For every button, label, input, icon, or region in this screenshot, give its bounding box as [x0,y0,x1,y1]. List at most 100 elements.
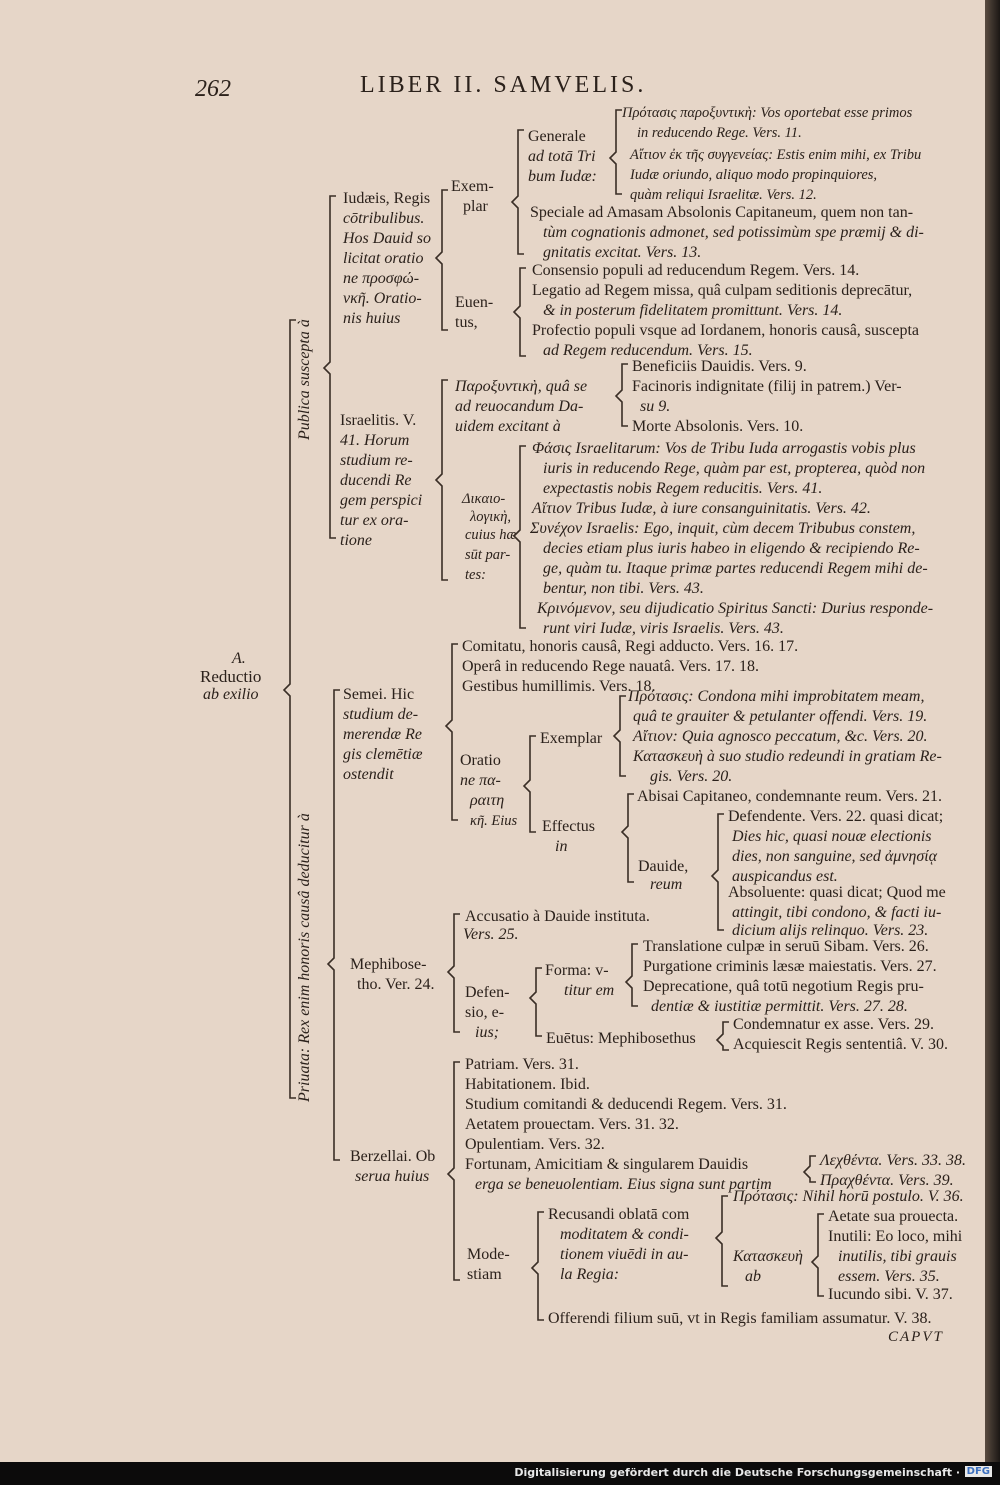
exemplar-label: plar [463,198,488,215]
running-title: LIBER II. SAMVELIS. [360,72,647,98]
israelitis-line: tur ex ora- [340,512,409,529]
semei-label: ostendit [343,766,394,783]
exemplar-oratio-item: quâ te grauiter & petulanter offendi. Ve… [633,708,928,725]
absoluente-line: Absoluente: quasi dicat; Quod me [728,884,946,901]
defendente-line: Defendente. Vers. 22. quasi dicat; [728,808,944,825]
brace-israelitis [434,379,448,581]
brace-effectus [620,793,634,883]
brace-kataskeue [810,1213,824,1297]
dikaio-item: runt viri Iudæ, viris Israelis. Vers. 43… [543,620,784,637]
dikaio-item: expectastis nobis Regem reducitis. Vers.… [543,480,823,497]
forma-label: titur em [564,982,615,999]
iudaeis-line: Iudæis, Regis [343,190,431,207]
forma-item: dentiæ & iustitiæ permittit. Vers. 27. 2… [651,998,908,1015]
forma-item: Deprecatione, quâ totū negotium Regis pr… [643,978,924,995]
defensio-label: ius; [475,1024,499,1041]
paroxyntike-label: ad reuocandum Da- [455,398,584,415]
brace-euentus [512,267,526,357]
euentus-item: & in posterum fidelitatem promittunt. Ve… [543,302,843,319]
brace-exemplar [510,129,524,255]
euetus-label: Euētus: Mephibosethus [546,1030,696,1047]
dikaio-item: Αἴτιον Tribus Iudæ, à iure consanguinita… [532,500,871,517]
semei-top-item: Gestibus humillimis. Vers. 18. [462,678,656,695]
protasis-item: Πρότασις: Nihil horū postulo. V. 36. [733,1188,964,1205]
berzellai-item: Aetatem prouectam. Vers. 31. 32. [465,1116,679,1133]
euetus-item: Acquiescit Regis sententiâ. V. 30. [733,1036,948,1053]
iudaeis-line: ne προσφώ- [343,270,420,287]
iudaeis-line: νκῆ. Oratio- [343,290,422,307]
exemplar-label: Exem- [451,178,494,195]
dikaio-item: Φάσις Israelitarum: Vos de Tribu Iuda ar… [532,440,916,457]
catchword: CAPVT [888,1329,944,1345]
fortunam-item: Λεχθέντα. Vers. 33. 38. [820,1152,966,1169]
defendente-line: Dies hic, quasi nouæ electionis [732,828,932,845]
brace-modestiam [530,1211,544,1321]
recusandi-label: Recusandi oblatā com [548,1206,690,1223]
brace-mephi [446,913,460,1033]
dikaio-item: Συνέχον Israelis: Ego, inquit, cùm decem… [530,520,916,537]
forma-label: Forma: v- [545,962,609,979]
brace-dikaio [512,445,526,629]
exemplar-oratio-item: Πρότασις: Condona mihi improbitatem meam… [628,688,925,705]
dikaio-label: sūt par- [465,547,511,563]
israelitis-line: 41. Horum [340,432,410,449]
brace-publica [322,195,336,539]
generale-item: Αἴτιον ἐκ τῆς συγγενείας: Estis enim mih… [630,147,922,163]
offerendi-item: Offerendi filium suū, vt in Regis famili… [548,1310,932,1327]
dikaio-item: Κρινόμενον, seu dijudicatio Spiritus San… [537,600,934,617]
dfg-logo-icon: DFG [964,1466,992,1477]
euentus-item: Legatio ad Regem missa, quâ culpam sedit… [532,282,913,299]
root-label-sub: ab exilio [203,686,259,703]
generale-item: Iudæ oriundo, aliquo modo propinquiores, [630,167,878,183]
dikaio-item: bentur, non tibi. Vers. 43. [543,580,704,597]
paroxyntike-item: Beneficiis Dauidis. Vers. 9. [632,358,807,375]
kataskeue-label: Κατασκευὴ [733,1248,803,1265]
semei-label: studium de- [343,706,419,723]
kataskeue-item: essem. Vers. 35. [838,1268,940,1285]
berzellai-item: Habitationem. Ibid. [465,1076,590,1093]
brace-priuata [326,689,340,1161]
iudaeis-line: nis huius [343,310,401,327]
berzellai-item: Studium comitandi & deducendi Regem. Ver… [465,1096,787,1113]
brace-berzellai [446,1061,460,1281]
dikaio-label: tes: [465,567,486,583]
oratio-label: ne πα- [460,772,501,789]
effectus-label: Effectus [542,818,596,835]
dikaio-item: iuris in reducendo Rege, quàm par est, p… [543,460,926,477]
kataskeue-label: ab [745,1268,761,1285]
exemplar-oratio-label: Exemplar [540,730,603,747]
modestiam-label: stiam [467,1266,502,1283]
semei-label: merendæ Re [343,726,422,743]
dauide-label: reum [650,876,683,893]
dikaio-item: decies etiam plus iuris habeo in eligend… [543,540,920,557]
brace-defensio [528,967,542,1037]
berzellai-item: Opulentiam. Vers. 32. [465,1136,605,1153]
israelitis-line: Israelitis. V. [340,412,417,429]
semei-top-item: Operâ in reducendo Rege nauatâ. Vers. 17… [462,658,759,675]
forma-item: Translatione culpæ in seruū Sibam. Vers.… [643,938,929,955]
recusandi-label: moditatem & condi- [560,1226,689,1243]
oratio-label: κῆ. Eius [470,813,518,829]
paroxyntike-label: uidem excitant à [455,418,561,435]
israelitis-line: studium re- [340,452,413,469]
generale-item: in reducendo Rege. Vers. 11. [637,125,802,141]
berzellai-item: erga se beneuolentiam. Eius signa sunt p… [475,1176,772,1193]
mephibosetho-label: Mephibose- [350,956,427,973]
speciale-line: Speciale ad Amasam Absolonis Capitaneum,… [530,204,914,221]
euentus-item: ad Regem reducendum. Vers. 15. [543,342,753,359]
euentus-item: Consensio populi ad reducendum Regem. Ve… [532,262,860,279]
book-spine [985,0,1000,1462]
defendente-line: dies, non sanguine, sed ἀμνησίᾳ [732,848,938,865]
brace-recusandi [714,1195,728,1287]
root-label-a: A. [232,650,246,667]
mephibosetho-top: Vers. 25. [463,926,519,943]
paroxyntike-item: su 9. [640,398,671,415]
recusandi-label: tionem viuēdi in au- [560,1246,689,1263]
brace-oratio [522,735,536,833]
generale-item: Πρότασις παροξυντικὴ: Vos oportebat esse… [622,105,913,121]
generale-label: ad totā Tri [528,148,596,165]
iudaeis-line: licitat oratio [343,250,424,267]
semei-top-item: Comitatu, honoris causâ, Regi adducto. V… [462,638,799,655]
mephibosetho-top: Accusatio à Dauide instituta. [465,908,650,925]
